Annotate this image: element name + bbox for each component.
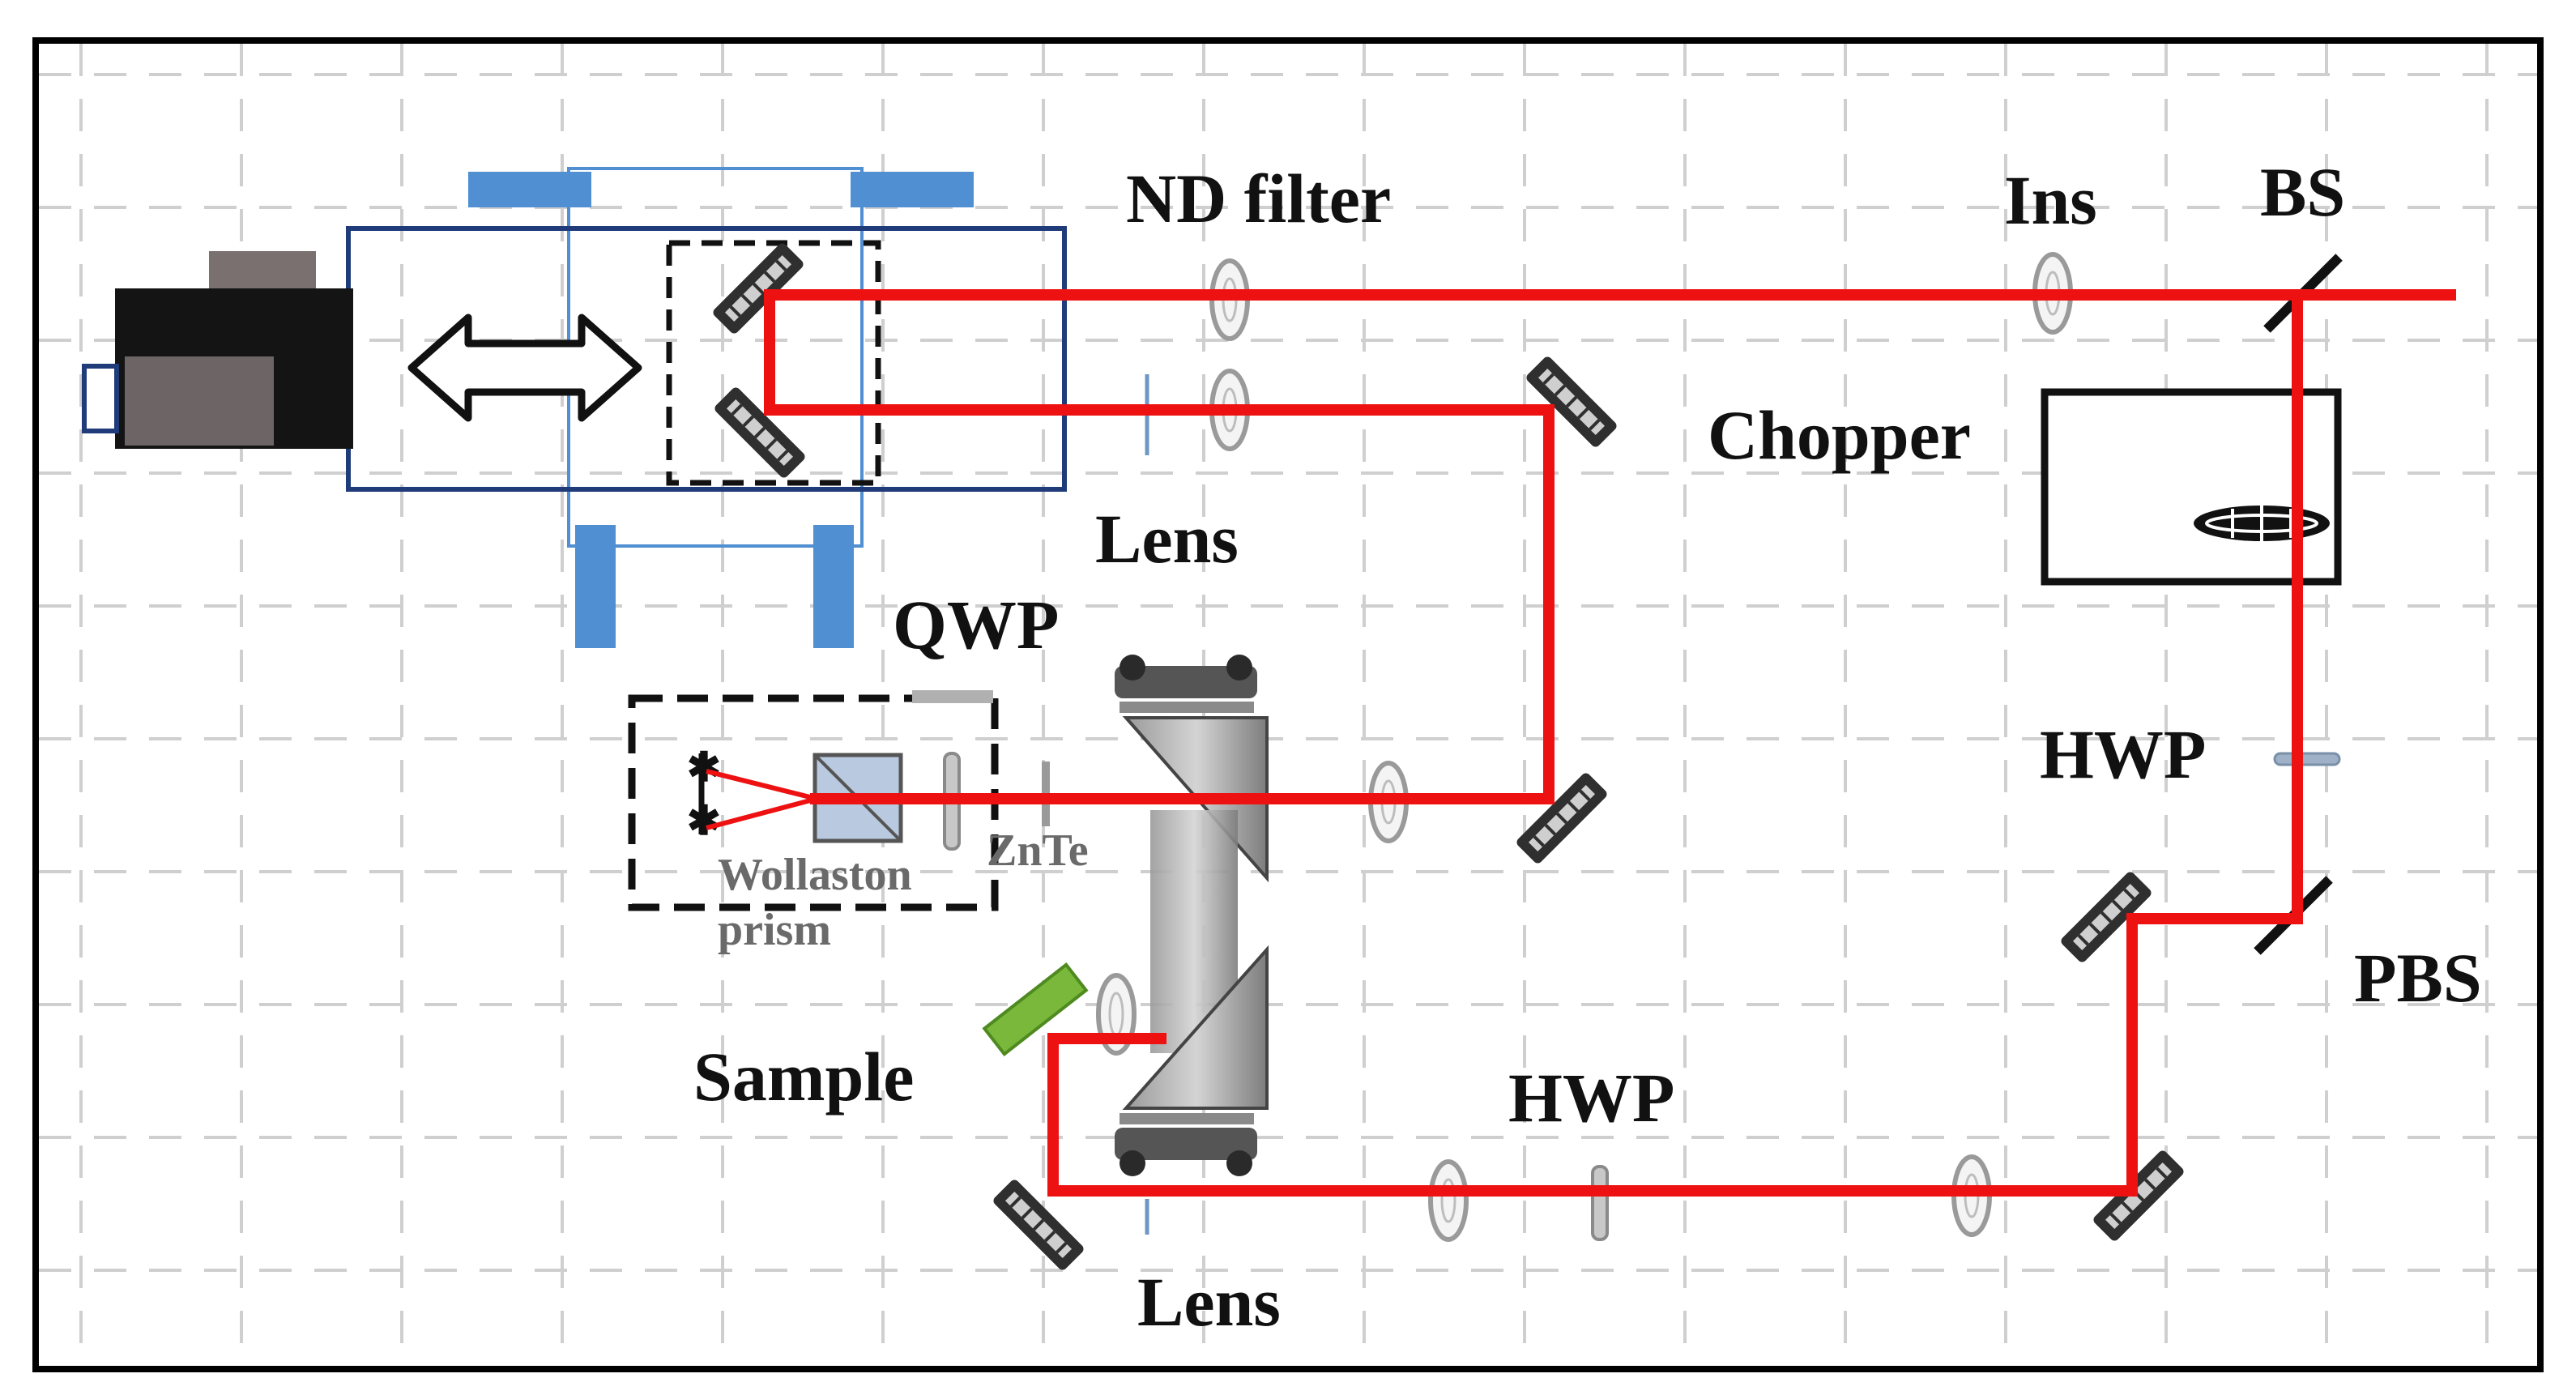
laser-beam	[764, 289, 2456, 1197]
label-chopper: Chopper	[1708, 396, 1971, 474]
qwp-stand	[912, 690, 993, 703]
label-pbs: PBS	[2354, 939, 2482, 1017]
detector-marker-bottom: ✱	[687, 798, 721, 843]
label-zn-te: ZnTe	[987, 825, 1089, 876]
detector-marker-top: ✱	[687, 744, 721, 790]
parabolic-mirror-assembly	[1115, 655, 1269, 1176]
stage-rail-bottom-right	[813, 525, 854, 648]
retro-mirror-bottom	[713, 386, 807, 480]
stage-rail-top-right	[851, 172, 974, 207]
label-qwp: QWP	[893, 586, 1059, 663]
optical-table-grid	[39, 44, 2537, 1366]
retroreflector-box	[666, 240, 881, 486]
delay-stage	[346, 167, 1067, 648]
stage-rail-bottom-left	[575, 525, 616, 648]
stage-rail-top-left	[468, 172, 591, 207]
bottom-lens-left	[1431, 1162, 1466, 1239]
retro-mirror-top	[711, 241, 805, 335]
hwp-bottom	[1591, 1165, 1609, 1241]
label-wollaston: Wollaston	[718, 850, 912, 900]
pump-beam-path	[1047, 295, 2303, 1197]
stage-motor	[82, 251, 353, 449]
label-prism: prism	[718, 905, 831, 955]
mirror-upper-right	[1525, 355, 1619, 449]
label-bs: BS	[2260, 153, 2345, 231]
label-ins: Ins	[2004, 161, 2097, 239]
diagram-frame	[32, 37, 2544, 1372]
chopper	[2041, 388, 2342, 586]
label-lens-upper: Lens	[1095, 500, 1239, 578]
label-hwp-bottom: HWP	[1508, 1059, 1674, 1137]
probe-beam-path	[764, 289, 2456, 804]
label-nd-filter: ND filter	[1126, 160, 1391, 237]
label-hwp-right: HWP	[2040, 715, 2206, 793]
mirror-probe-turn	[1515, 771, 1609, 865]
label-sample: Sample	[693, 1038, 914, 1116]
stage-motion-arrow-icon	[407, 314, 642, 422]
label-lens-lower: Lens	[1137, 1263, 1281, 1341]
hwp-right	[2273, 752, 2341, 766]
sample	[982, 962, 1089, 1056]
